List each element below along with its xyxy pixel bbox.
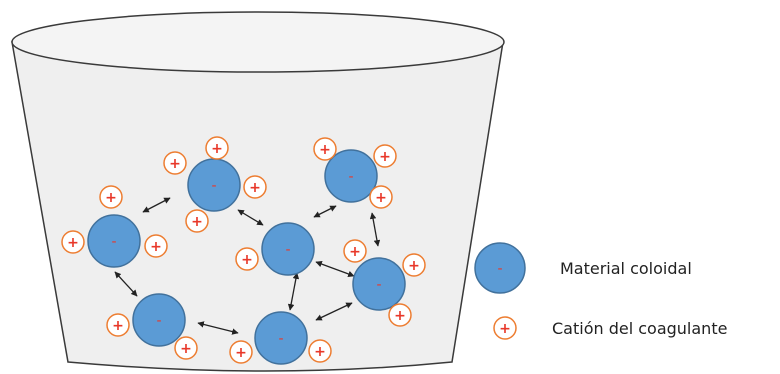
cation-charge: + <box>169 156 181 172</box>
cation: + <box>185 209 209 233</box>
cation: + <box>229 340 253 364</box>
cation: + <box>99 185 123 209</box>
interaction-arrow <box>287 272 300 311</box>
cation: + <box>373 144 397 168</box>
interaction-arrow <box>237 209 264 226</box>
cation-charge: + <box>319 142 331 158</box>
colloid-particle: - <box>324 149 378 203</box>
cation: + <box>343 239 367 263</box>
container-rim <box>11 11 505 73</box>
cation-charge: + <box>241 252 253 268</box>
cation: + <box>243 175 267 199</box>
interaction-arrows <box>114 197 381 335</box>
cation-charge: + <box>379 149 391 165</box>
colloid-charge: - <box>111 234 116 250</box>
colloid-particle: - <box>187 158 241 212</box>
interaction-arrow <box>315 260 355 278</box>
colloid-charge: - <box>211 178 216 194</box>
interaction-arrow <box>369 212 381 247</box>
legend-cation-sign: + <box>499 321 511 337</box>
coagulant-cations: + + + + + + + + + + + + + + + + + + <box>61 136 426 364</box>
interaction-arrow <box>197 321 239 335</box>
cation: + <box>313 137 337 161</box>
cation: + <box>369 185 393 209</box>
cation-charge: + <box>235 345 247 361</box>
interaction-arrow <box>142 197 171 213</box>
colloid-charge: - <box>348 169 353 185</box>
legend-cation-label: Catión del coagulante <box>552 319 727 338</box>
interaction-arrow <box>313 205 337 218</box>
cation-charge: + <box>150 239 162 255</box>
cation-charge: + <box>249 180 261 196</box>
colloid-particle: - <box>132 293 186 347</box>
cation-charge: + <box>375 190 387 206</box>
cation-charge: + <box>105 190 117 206</box>
interaction-arrow <box>315 302 353 321</box>
cation-charge: + <box>314 344 326 360</box>
colloid-particle: - <box>352 257 406 311</box>
legend-colloid-label: Material coloidal <box>560 259 692 278</box>
cation: + <box>61 230 85 254</box>
cation-charge: + <box>112 318 124 334</box>
colloid-particle: - <box>254 311 308 365</box>
colloid-charge: - <box>278 331 283 347</box>
cation: + <box>388 303 412 327</box>
colloid-charge: - <box>285 242 290 258</box>
cation: + <box>174 336 198 360</box>
interaction-arrow <box>114 271 138 297</box>
cation-charge: + <box>394 308 406 324</box>
cation: + <box>205 136 229 160</box>
cation-charge: + <box>211 141 223 157</box>
cation-charge: + <box>180 341 192 357</box>
cation: + <box>106 313 130 337</box>
cation: + <box>402 253 426 277</box>
colloid-particles: - - - - - - - <box>87 149 406 365</box>
legend-colloid-symbol: - <box>474 242 526 294</box>
legend-colloid-sign: - <box>497 261 502 277</box>
cation-charge: + <box>67 235 79 251</box>
cation-charge: + <box>408 258 420 274</box>
cation: + <box>308 339 332 363</box>
container-body <box>11 41 504 372</box>
cation-charge: + <box>191 214 203 230</box>
legend-cation-symbol: + <box>493 316 517 340</box>
colloid-particle: - <box>87 214 141 268</box>
cation-charge: + <box>349 244 361 260</box>
legend: - Material coloidal + Catión del coagula… <box>474 242 727 340</box>
cation: + <box>235 247 259 271</box>
colloid-particle: - <box>261 222 315 276</box>
cation: + <box>144 234 168 258</box>
cation: + <box>163 151 187 175</box>
colloid-charge: - <box>376 277 381 293</box>
colloid-charge: - <box>156 313 161 329</box>
